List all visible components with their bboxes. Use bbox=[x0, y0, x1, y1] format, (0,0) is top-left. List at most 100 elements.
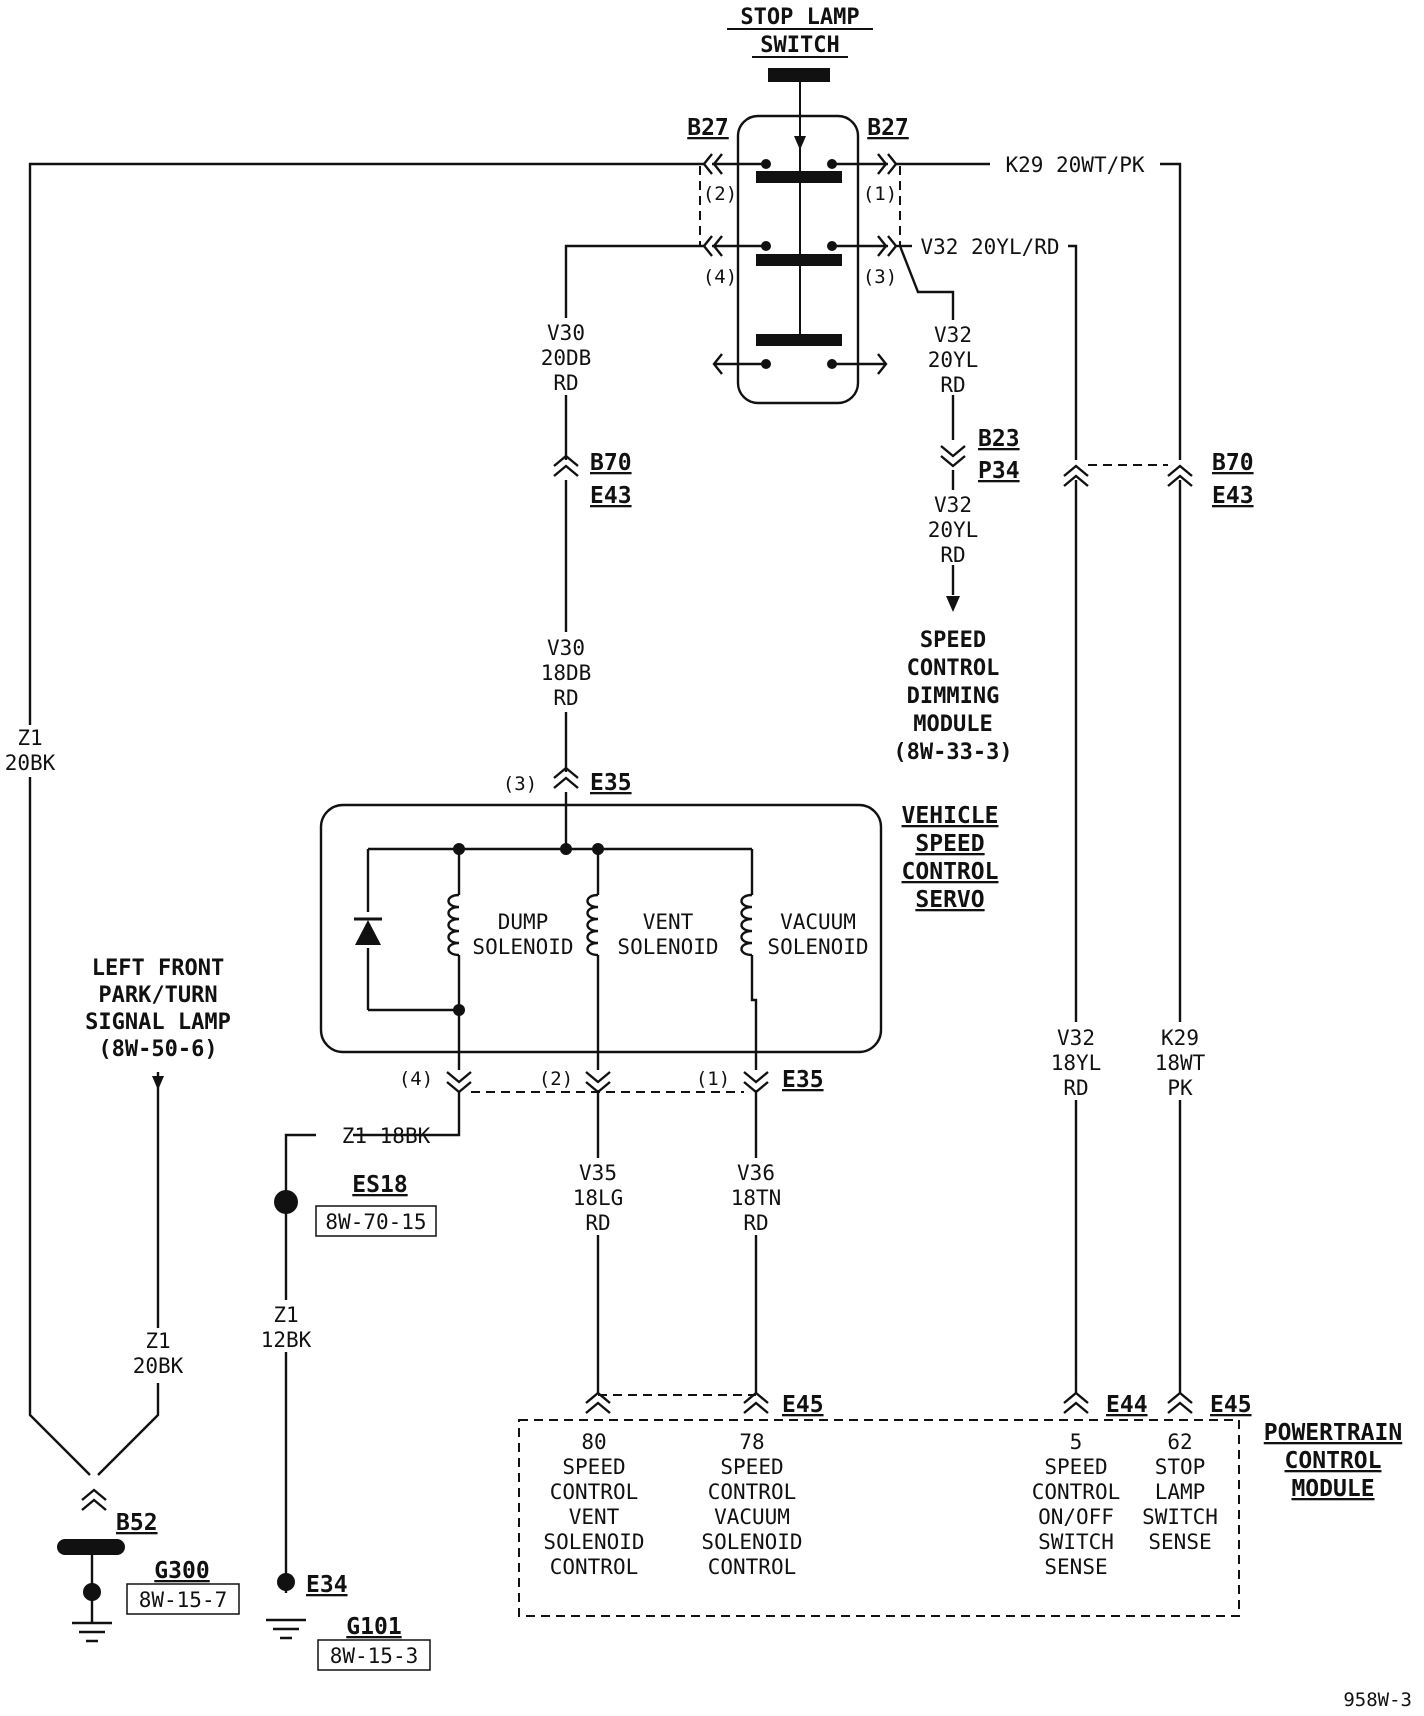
junction-dot bbox=[560, 843, 572, 855]
wire-z1-servo bbox=[284, 1133, 316, 1202]
wire-label-z1: Z1 18BK bbox=[342, 1124, 431, 1148]
dimming-module-title: DIMMING bbox=[907, 684, 1000, 709]
pcm-pin-80-desc: VENT bbox=[569, 1505, 620, 1529]
diode-icon bbox=[355, 920, 381, 945]
wire-label-v32: RD bbox=[940, 543, 965, 567]
splice-ref-box bbox=[315, 1205, 437, 1237]
pcm-pin-5: 5 bbox=[1070, 1430, 1083, 1454]
pcm-pin-80: 80 bbox=[581, 1430, 606, 1454]
lamp-title: PARK/TURN bbox=[98, 983, 217, 1008]
dump-solenoid-coil-icon bbox=[447, 893, 460, 957]
stop-lamp-switch-title-2: SWITCH bbox=[760, 33, 839, 58]
vacuum-solenoid-coil-icon bbox=[740, 893, 753, 957]
wire-label-v36: 18TN bbox=[731, 1186, 782, 1210]
pcm-title: POWERTRAIN bbox=[1264, 1420, 1402, 1446]
wire-label-v36: V36 bbox=[737, 1161, 775, 1185]
wire-label-v30: 20DB bbox=[541, 346, 592, 370]
wire-label-k29: PK bbox=[1167, 1076, 1193, 1100]
pcm-pin-80-desc: CONTROL bbox=[550, 1480, 639, 1504]
pcm-pin-5-desc: SWITCH bbox=[1038, 1530, 1114, 1554]
ground-dot bbox=[277, 1573, 295, 1591]
wire-label-v30: RD bbox=[553, 686, 578, 710]
connector-symbol bbox=[940, 445, 966, 468]
wire-label-v32: 20YL bbox=[928, 348, 979, 372]
vacuum-solenoid-label: SOLENOID bbox=[767, 935, 868, 959]
wire-label-z1: 20BK bbox=[5, 751, 56, 775]
dimming-module-ref: (8W-33-3) bbox=[893, 740, 1012, 765]
arrow-down-icon bbox=[152, 1076, 164, 1090]
wire-label-v35: V35 bbox=[579, 1161, 617, 1185]
connector-e43: E43 bbox=[590, 483, 632, 509]
wire-label-z1: 20BK bbox=[133, 1354, 184, 1378]
connector-symbol bbox=[446, 1071, 472, 1094]
lamp-ref: (8W-50-6) bbox=[98, 1037, 217, 1062]
lamp-title: SIGNAL LAMP bbox=[85, 1010, 231, 1035]
wire-v30 bbox=[564, 244, 704, 318]
pcm-pin-62-desc: STOP bbox=[1155, 1455, 1206, 1479]
wire-labels: K29 20WT/PK V32 20YL/RD V30 20DB RD V30 … bbox=[5, 153, 1206, 1383]
pcm-pin-78-desc: CONTROL bbox=[708, 1555, 797, 1579]
junction-dot bbox=[453, 843, 465, 855]
ground-ref: 8W-15-7 bbox=[139, 1588, 228, 1612]
dimming-module-title: SPEED bbox=[920, 628, 986, 653]
wire-label-v35: 18LG bbox=[573, 1186, 624, 1210]
pin-label: (1) bbox=[863, 183, 897, 205]
wire-label-k29: K29 bbox=[1161, 1026, 1199, 1050]
ground-dot bbox=[83, 1583, 101, 1601]
pcm-pin-80-desc: SOLENOID bbox=[543, 1530, 644, 1554]
pcm-pin-5-desc: SENSE bbox=[1044, 1555, 1107, 1579]
connector-e45: E45 bbox=[782, 1392, 824, 1418]
inline-connectors: B70 E43 B23 P34 B70 E43 (3) E35 (4) (2) … bbox=[81, 426, 1254, 1598]
wire-v32-branch bbox=[898, 245, 955, 320]
wire-label-v36: RD bbox=[743, 1211, 768, 1235]
junction-dot bbox=[453, 1004, 465, 1016]
servo-title: SERVO bbox=[915, 887, 984, 913]
connector-b52: B52 bbox=[116, 1510, 158, 1536]
dimming-module-title: MODULE bbox=[913, 712, 992, 737]
pcm-pin-78-desc: CONTROL bbox=[708, 1480, 797, 1504]
ground-icon bbox=[266, 1618, 306, 1640]
wire-label-v30: V30 bbox=[547, 321, 585, 345]
pcm-pin-78: 78 bbox=[739, 1430, 764, 1454]
pcm-pin-5-desc: SPEED bbox=[1044, 1455, 1107, 1479]
wire-label-v32: RD bbox=[1063, 1076, 1088, 1100]
wire-label-v32: V32 bbox=[934, 493, 972, 517]
pcm-pin-80-desc: CONTROL bbox=[550, 1555, 639, 1579]
wire-label-v32: RD bbox=[940, 373, 965, 397]
connector-e35: E35 bbox=[590, 770, 632, 796]
pcm-pin-80-desc: SPEED bbox=[562, 1455, 625, 1479]
speed-control-servo: VEHICLE SPEED CONTROL SERVO DUMP SOLENOI… bbox=[319, 803, 999, 1070]
servo-title: VEHICLE bbox=[902, 803, 999, 829]
wire-label-z1: 12BK bbox=[261, 1328, 312, 1352]
pcm-pin-62-desc: LAMP bbox=[1155, 1480, 1206, 1504]
wire-label-v32: 18YL bbox=[1051, 1051, 1102, 1075]
switch-body bbox=[736, 114, 860, 405]
connector-b23: B23 bbox=[978, 426, 1020, 452]
ground-name: G101 bbox=[346, 1614, 401, 1640]
ground-stud-icon bbox=[57, 1539, 125, 1555]
dimming-module-title: CONTROL bbox=[907, 656, 1000, 681]
pin-label: (4) bbox=[399, 1068, 433, 1090]
connector-symbol bbox=[743, 1071, 769, 1094]
connector-e35: E35 bbox=[782, 1067, 824, 1093]
wire-label-v32: V32 bbox=[1057, 1026, 1095, 1050]
wire-z1-servo bbox=[353, 1092, 461, 1137]
dimming-module-label: SPEED CONTROL DIMMING MODULE (8W-33-3) bbox=[893, 628, 1012, 765]
ground-g101: G101 8W-15-3 bbox=[266, 1573, 431, 1671]
pcm-title: MODULE bbox=[1291, 1476, 1374, 1502]
wire-label-k29: 18WT bbox=[1155, 1051, 1206, 1075]
ground-g300: G300 8W-15-7 bbox=[57, 1539, 240, 1643]
wire-label-v30: V30 bbox=[547, 636, 585, 660]
switch-plunger-icon bbox=[768, 68, 830, 82]
connector-b70: B70 bbox=[1212, 450, 1254, 476]
ground-ref: 8W-15-3 bbox=[330, 1644, 419, 1668]
vacuum-solenoid-label: VACUUM bbox=[780, 910, 856, 934]
ground-ref-box bbox=[317, 1639, 431, 1671]
wire-label-z1: Z1 bbox=[273, 1303, 298, 1327]
stop-lamp-switch-title: STOP LAMP bbox=[740, 5, 859, 30]
wire-label-v32: V32 20YL/RD bbox=[920, 235, 1059, 259]
wire-label-v30: RD bbox=[553, 371, 578, 395]
connector-symbol bbox=[1167, 1391, 1193, 1414]
page-code: 958W-3 bbox=[1343, 1689, 1412, 1711]
wire-label-v30: 18DB bbox=[541, 661, 592, 685]
